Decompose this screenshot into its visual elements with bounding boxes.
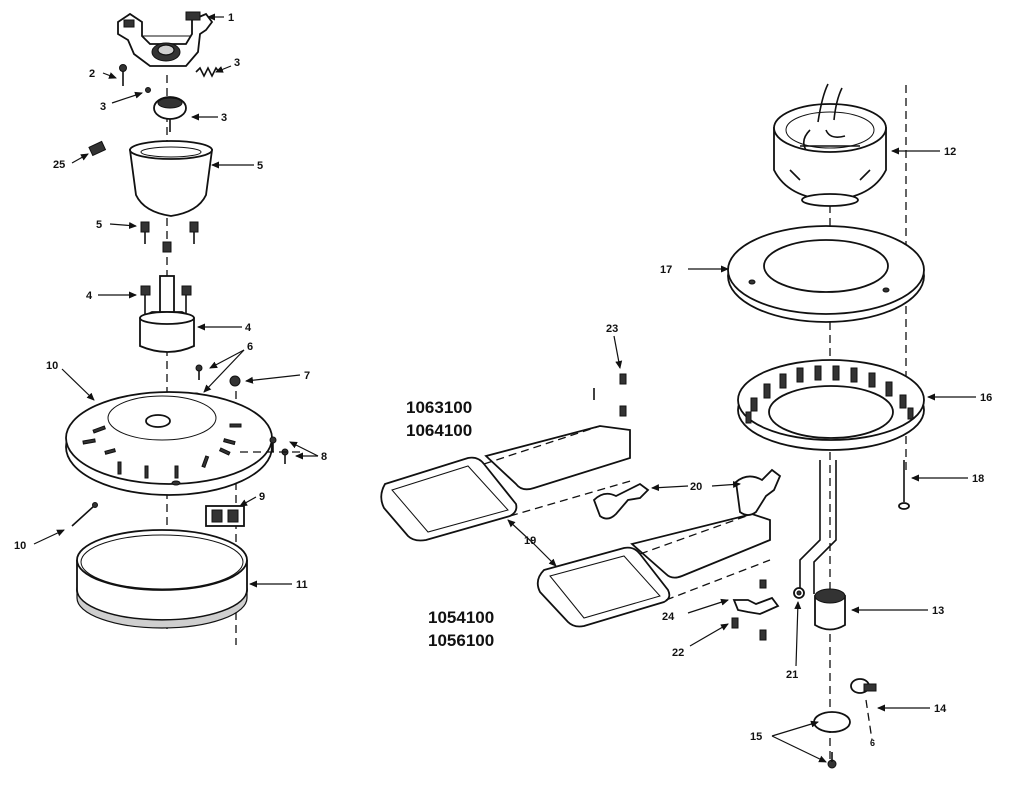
finial-15: [813, 711, 851, 769]
screws-23: [593, 373, 627, 417]
screws-8: [240, 436, 304, 464]
callout-10-screw: 10: [14, 540, 26, 552]
callout-4-screws: 4: [86, 290, 93, 302]
right-assembly: [727, 83, 925, 769]
screw-2: [119, 64, 127, 86]
callout-20: 20: [690, 481, 702, 493]
housing-slots: [82, 423, 242, 479]
callout-8: 8: [321, 451, 327, 463]
callout-7: 7: [304, 370, 310, 382]
holder-slots: [745, 365, 914, 424]
wire-lead-2: [813, 460, 837, 594]
callout-1: 1: [228, 12, 234, 24]
trim-ring-17: [727, 225, 925, 323]
model-upper-2: 1064100: [406, 421, 472, 440]
callout-18: 18: [972, 473, 984, 485]
set-screw-25: [88, 140, 107, 157]
callout-25: 25: [53, 159, 65, 171]
callout-21: 21: [786, 669, 798, 681]
pull-switch-9: [205, 505, 245, 527]
callout-9: 9: [259, 491, 265, 503]
callout-11: 11: [296, 579, 308, 591]
nut-7: [229, 375, 241, 387]
callout-labels: 1 2 3 3 3 25 5 5 4 4 6 7 10 8 9 10 11 12…: [14, 12, 992, 748]
ball-joint-3: [153, 96, 187, 132]
blade-irons-20: [592, 468, 782, 520]
blades-lower: [536, 513, 771, 628]
callout-4-coupling: 4: [245, 322, 252, 334]
callout-3-ball: 3: [221, 112, 227, 124]
washer-3: [145, 87, 151, 93]
blade-iron-24: [732, 596, 780, 615]
callout-12: 12: [944, 146, 956, 158]
callout-10-housing: 10: [46, 360, 58, 372]
blade-upper-front: [380, 456, 518, 542]
mounting-bracket: [117, 11, 214, 67]
callout-16: 16: [980, 392, 992, 404]
callout-3-washer: 3: [100, 101, 106, 113]
screw-10: [71, 502, 98, 527]
motor-coupling-4: [139, 275, 195, 353]
wire-lead: [799, 460, 821, 590]
callout-15: 15: [750, 731, 762, 743]
callout-13: 13: [932, 605, 944, 617]
blade-holder-16: [737, 359, 925, 451]
model-upper-1: 1063100: [406, 398, 472, 417]
screws-22: [731, 579, 767, 641]
blades-upper: [380, 425, 635, 542]
canopy-5: [128, 140, 214, 217]
callout-5-screws: 5: [96, 219, 102, 231]
callout-3-spring: 3: [234, 57, 240, 69]
callout-14: 14: [934, 703, 947, 715]
callout-5-canopy: 5: [257, 160, 263, 172]
callout-19: 19: [524, 535, 536, 547]
bolt-18: [898, 460, 910, 510]
screw-21: [793, 587, 805, 599]
blade-lower-rear: [630, 513, 771, 579]
callout-small: 6: [870, 738, 875, 748]
callout-23: 23: [606, 323, 618, 335]
canopy-screws-5: [140, 221, 199, 253]
switch-cup-13: [814, 588, 846, 631]
model-numbers: 1063100 1064100 1054100 1056100: [406, 398, 494, 650]
model-lower-2: 1056100: [428, 631, 494, 650]
callout-2: 2: [89, 68, 95, 80]
switch-housing-10: [65, 391, 273, 496]
callout-24: 24: [662, 611, 675, 623]
light-ring-11: [76, 529, 248, 629]
blade-lower-front: [536, 546, 671, 628]
blade-upper-rear: [484, 425, 631, 491]
model-lower-1: 1054100: [428, 608, 494, 627]
leader-arrows: [33, 13, 976, 763]
callout-17: 17: [660, 264, 672, 276]
fan-motor-12: [773, 83, 887, 207]
callout-6: 6: [247, 341, 253, 353]
spring-3: [195, 66, 220, 78]
switch-knob-14: [850, 678, 877, 741]
callout-22: 22: [672, 647, 684, 659]
left-assembly: [65, 11, 304, 645]
